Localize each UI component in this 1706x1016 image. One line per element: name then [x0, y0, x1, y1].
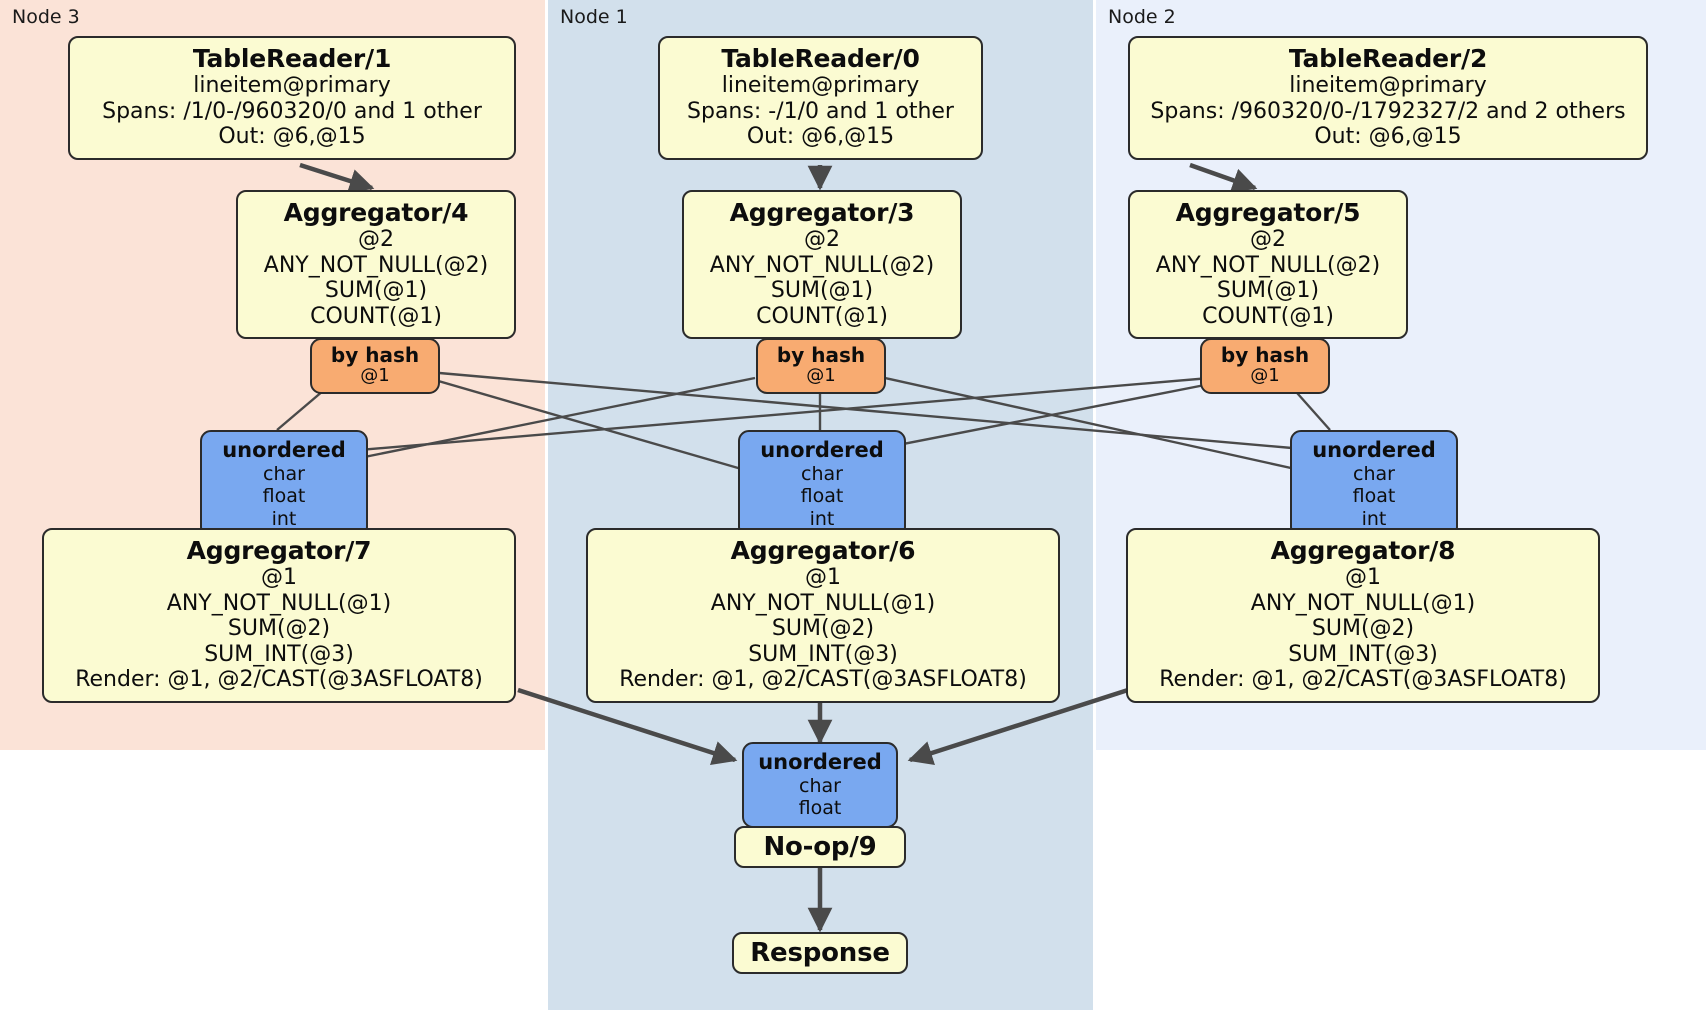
- router-title: unordered: [222, 438, 346, 462]
- node-label-node2: Node 2: [1108, 6, 1176, 28]
- router-title: by hash: [776, 343, 866, 367]
- processor-line: Out: @6,@15: [218, 124, 366, 150]
- router-line: @1: [1250, 365, 1280, 387]
- processor-line: lineitem@primary: [1289, 73, 1487, 98]
- router-line: float: [1352, 485, 1396, 508]
- processor-aggregator-5[interactable]: Aggregator/5 @2 ANY_NOT_NULL(@2) SUM(@1)…: [1128, 190, 1408, 340]
- router-line: float: [800, 485, 844, 508]
- synchronizer-unordered-9[interactable]: unordered char float: [742, 742, 898, 828]
- processor-tablereader-0[interactable]: TableReader/0 lineitem@primary Spans: -/…: [658, 36, 983, 160]
- router-by-hash-4[interactable]: by hash @1: [310, 338, 440, 394]
- processor-response[interactable]: Response: [732, 932, 908, 974]
- processor-title: Aggregator/3: [729, 198, 915, 227]
- processor-title: TableReader/1: [192, 44, 392, 73]
- router-line: int: [271, 507, 297, 530]
- processor-aggregator-8[interactable]: Aggregator/8 @1 ANY_NOT_NULL(@1) SUM(@2)…: [1126, 528, 1600, 703]
- processor-line: Out: @6,@15: [746, 124, 895, 150]
- router-line: char: [1353, 462, 1395, 485]
- processor-tablereader-2[interactable]: TableReader/2 lineitem@primary Spans: /9…: [1128, 36, 1648, 160]
- synchronizer-unordered-8[interactable]: unordered char float int: [1290, 430, 1458, 538]
- processor-line: ANY_NOT_NULL(@2): [1155, 252, 1381, 278]
- processor-line: SUM_INT(@3): [1288, 641, 1438, 667]
- router-title: unordered: [758, 750, 882, 774]
- processor-line: SUM(@1): [324, 278, 428, 304]
- processor-line: SUM_INT(@3): [204, 641, 354, 667]
- node-label-node3: Node 3: [12, 6, 80, 28]
- processor-line: ANY_NOT_NULL(@1): [166, 590, 392, 616]
- processor-line: Spans: -/1/0 and 1 other: [687, 98, 954, 124]
- processor-title: Response: [750, 937, 890, 968]
- node-label-node1: Node 1: [560, 6, 628, 28]
- router-line: @1: [806, 365, 836, 387]
- processor-line: ANY_NOT_NULL(@2): [709, 252, 935, 278]
- processor-title: Aggregator/5: [1175, 198, 1361, 227]
- processor-aggregator-3[interactable]: Aggregator/3 @2 ANY_NOT_NULL(@2) SUM(@1)…: [682, 190, 962, 340]
- router-title: by hash: [330, 343, 420, 367]
- router-by-hash-5[interactable]: by hash @1: [1200, 338, 1330, 394]
- processor-noop-9[interactable]: No-op/9: [734, 826, 906, 868]
- processor-line: ANY_NOT_NULL(@2): [263, 252, 489, 278]
- processor-line: SUM(@1): [1216, 278, 1320, 304]
- processor-line: Render: @1, @2/CAST(@3ASFLOAT8): [75, 667, 483, 693]
- router-line: int: [1361, 507, 1387, 530]
- processor-line: ANY_NOT_NULL(@1): [710, 590, 936, 616]
- processor-line: ANY_NOT_NULL(@1): [1250, 590, 1476, 616]
- router-line: float: [262, 485, 306, 508]
- router-by-hash-3[interactable]: by hash @1: [756, 338, 886, 394]
- processor-title: Aggregator/8: [1270, 536, 1456, 565]
- processor-line: Spans: /1/0-/960320/0 and 1 other: [102, 98, 482, 124]
- synchronizer-unordered-7[interactable]: unordered char float int: [200, 430, 368, 538]
- processor-aggregator-6[interactable]: Aggregator/6 @1 ANY_NOT_NULL(@1) SUM(@2)…: [586, 528, 1060, 703]
- processor-line: SUM(@1): [770, 278, 874, 304]
- processor-line: @1: [805, 565, 841, 590]
- processor-line: @2: [804, 227, 840, 252]
- processor-line: Render: @1, @2/CAST(@3ASFLOAT8): [619, 667, 1027, 693]
- router-title: unordered: [1312, 438, 1436, 462]
- processor-title: TableReader/2: [1288, 44, 1488, 73]
- processor-line: @1: [261, 565, 297, 590]
- processor-line: Render: @1, @2/CAST(@3ASFLOAT8): [1159, 667, 1567, 693]
- processor-aggregator-4[interactable]: Aggregator/4 @2 ANY_NOT_NULL(@2) SUM(@1)…: [236, 190, 516, 340]
- processor-line: lineitem@primary: [721, 73, 920, 98]
- processor-line: SUM_INT(@3): [748, 641, 898, 667]
- processor-aggregator-7[interactable]: Aggregator/7 @1 ANY_NOT_NULL(@1) SUM(@2)…: [42, 528, 516, 703]
- processor-line: COUNT(@1): [310, 303, 442, 329]
- router-title: unordered: [760, 438, 884, 462]
- processor-title: TableReader/0: [721, 44, 920, 73]
- router-line: float: [798, 797, 842, 820]
- router-line: int: [809, 507, 835, 530]
- processor-title: Aggregator/6: [730, 536, 916, 565]
- processor-line: SUM(@2): [1311, 616, 1415, 642]
- router-title: by hash: [1220, 343, 1310, 367]
- processor-title: Aggregator/7: [186, 536, 372, 565]
- processor-line: SUM(@2): [227, 616, 331, 642]
- processor-title: Aggregator/4: [283, 198, 469, 227]
- processor-line: Out: @6,@15: [1314, 124, 1462, 150]
- processor-tablereader-1[interactable]: TableReader/1 lineitem@primary Spans: /1…: [68, 36, 516, 160]
- processor-line: COUNT(@1): [756, 303, 888, 329]
- synchronizer-unordered-6[interactable]: unordered char float int: [738, 430, 906, 538]
- processor-line: @2: [358, 227, 394, 252]
- router-line: @1: [360, 365, 390, 387]
- router-line: char: [263, 462, 305, 485]
- router-line: char: [799, 774, 841, 797]
- processor-line: @2: [1250, 227, 1286, 252]
- router-line: char: [801, 462, 843, 485]
- processor-line: COUNT(@1): [1202, 303, 1334, 329]
- processor-line: @1: [1345, 565, 1381, 590]
- processor-line: Spans: /960320/0-/1792327/2 and 2 others: [1150, 98, 1626, 124]
- processor-line: lineitem@primary: [193, 73, 391, 98]
- processor-line: SUM(@2): [771, 616, 875, 642]
- processor-title: No-op/9: [763, 831, 877, 862]
